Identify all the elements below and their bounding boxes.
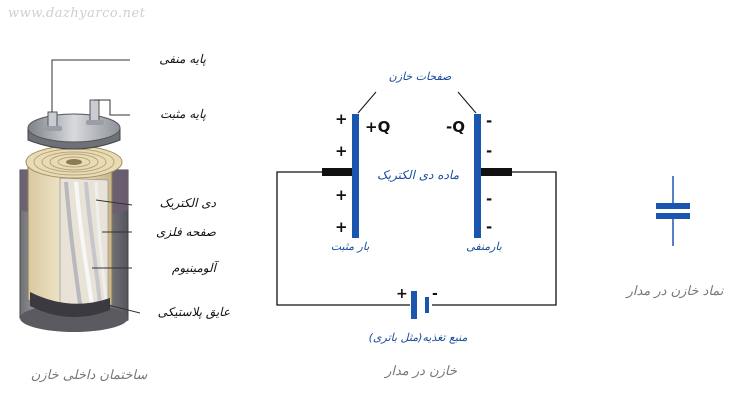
wound-core [27, 159, 113, 318]
minus-sign: - [486, 112, 493, 130]
positive-plate [352, 114, 359, 238]
power-source-label: منبع تغذیه(مثل باتری) [368, 331, 468, 344]
plus-sign: + [335, 218, 348, 236]
metal-plate-label: صفحه فلزی [156, 225, 216, 239]
battery-minus-sign: - [432, 286, 438, 302]
capacitor-symbol [656, 176, 690, 246]
circuit-wires [276, 171, 557, 306]
leader-lines [51, 59, 141, 314]
symbol-caption: نماد خازن در مدار [626, 284, 724, 299]
plastic-insulator-label: عایق پلاستیکی [157, 305, 230, 319]
plates-label: صفحات خازن [388, 70, 452, 83]
circuit-caption: خازن در مدار [385, 364, 457, 379]
minus-sign: - [486, 142, 493, 160]
watermark: www.dazhyarco.net [8, 6, 146, 21]
right-plate-lead [480, 168, 512, 176]
negative-charge-label: بارمنفی [466, 240, 502, 253]
aluminium-label: آلومینیوم [171, 261, 216, 275]
dielectric-label: دی الکتریک [159, 196, 217, 210]
structure-caption: ساختمان داخلی خازن [30, 368, 148, 383]
dielectric-material-label: ماده دی الکتریک [376, 168, 460, 182]
negative-charge-q: -Q [446, 118, 465, 136]
minus-sign: - [486, 190, 493, 208]
lead-terminals [44, 99, 104, 131]
positive-charge-label: بار مثبت [330, 240, 370, 253]
negative-lead-label: پایه منفی [159, 52, 206, 66]
plus-sign: + [335, 142, 348, 160]
positive-lead-label: پایه مثبت [159, 107, 206, 121]
negative-plate [474, 114, 481, 238]
plates-label-pointers [357, 91, 477, 114]
battery-plus-sign: + [396, 286, 408, 302]
plus-sign: + [335, 110, 348, 128]
minus-sign: - [486, 218, 493, 236]
left-plate-lead [322, 168, 352, 176]
plus-sign: + [335, 186, 348, 204]
battery [411, 291, 429, 319]
positive-charge-q: +Q [365, 118, 391, 136]
